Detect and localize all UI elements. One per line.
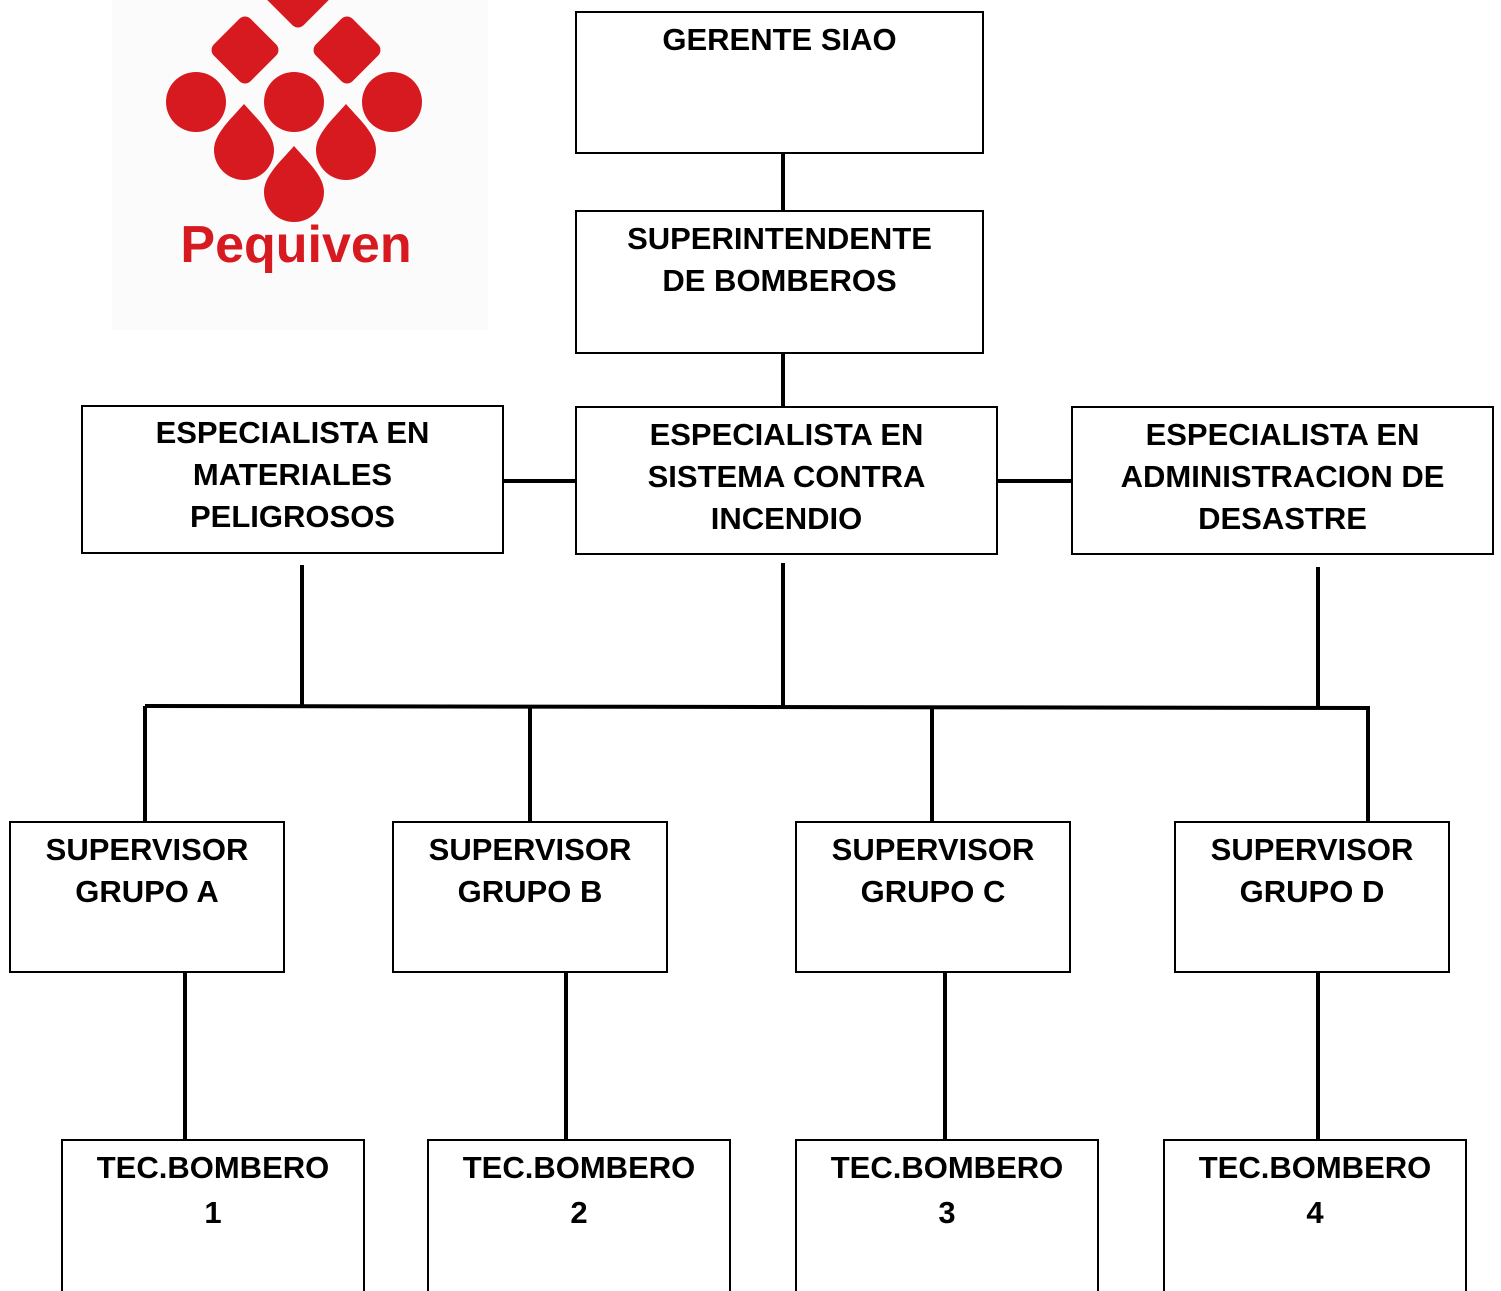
node-tec-4: TEC.BOMBERO 4 xyxy=(1163,1139,1467,1291)
org-boxes: GERENTE SIAO SUPERINTENDENTE DE BOMBEROS ES… xyxy=(9,11,1494,1291)
logo-mark-shape xyxy=(264,146,324,222)
node-label-line: SUPERVISOR xyxy=(46,832,249,867)
node-tec-3: TEC.BOMBERO 3 xyxy=(795,1139,1099,1291)
node-box xyxy=(1163,1139,1467,1291)
logo-mark-shape xyxy=(264,0,332,28)
node-box xyxy=(795,821,1071,973)
node-label-line: 4 xyxy=(1306,1195,1324,1230)
node-label-line: GRUPO C xyxy=(861,874,1006,909)
node-superintendente: SUPERINTENDENTE DE BOMBEROS xyxy=(575,210,984,354)
node-tec-2: TEC.BOMBERO 2 xyxy=(427,1139,731,1291)
node-box xyxy=(61,1139,365,1291)
node-label-line: 3 xyxy=(938,1195,955,1230)
logo-mark-shape xyxy=(362,72,422,132)
node-sup-a: SUPERVISOR GRUPO A xyxy=(9,821,285,973)
node-label-line: GERENTE SIAO xyxy=(662,22,896,57)
node-tec-1: TEC.BOMBERO 1 xyxy=(61,1139,365,1291)
node-box xyxy=(575,406,998,555)
node-label-line: TEC.BOMBERO xyxy=(463,1150,696,1185)
logo-mark-shape xyxy=(214,104,274,180)
node-label-line: PELIGROSOS xyxy=(190,499,395,534)
node-label-line: TEC.BOMBERO xyxy=(97,1150,330,1185)
logo-mark-shape xyxy=(316,104,376,180)
node-esp-materiales: ESPECIALISTA EN MATERIALES PELIGROSOS xyxy=(81,405,504,554)
node-sup-d: SUPERVISOR GRUPO D xyxy=(1174,821,1450,973)
node-gerente: GERENTE SIAO xyxy=(575,11,984,154)
node-box xyxy=(392,821,668,973)
node-label-line: ADMINISTRACION DE xyxy=(1121,459,1445,494)
pequiven-logo: Pequiven xyxy=(112,0,488,330)
node-sup-b: SUPERVISOR GRUPO B xyxy=(392,821,668,973)
node-label-line: INCENDIO xyxy=(711,501,863,536)
node-box xyxy=(81,405,504,554)
node-label-line: GRUPO B xyxy=(458,874,603,909)
node-box xyxy=(427,1139,731,1291)
logo-mark-shape xyxy=(264,72,324,132)
node-box xyxy=(575,210,984,354)
connector-lines xyxy=(143,153,1371,1140)
node-label-line: TEC.BOMBERO xyxy=(831,1150,1064,1185)
node-label-line: 2 xyxy=(570,1195,587,1230)
node-label-line: SUPERVISOR xyxy=(832,832,1035,867)
node-label-line: ESPECIALISTA EN xyxy=(650,417,924,452)
node-label-line: GRUPO D xyxy=(1240,874,1385,909)
logo-mark-shape xyxy=(166,72,226,132)
node-box xyxy=(9,821,285,973)
node-label-line: TEC.BOMBERO xyxy=(1199,1150,1432,1185)
node-label-line: MATERIALES xyxy=(193,457,392,492)
node-esp-incendio: ESPECIALISTA EN SISTEMA CONTRA INCENDIO xyxy=(575,406,998,555)
node-sup-c: SUPERVISOR GRUPO C xyxy=(795,821,1071,973)
node-label-line: ESPECIALISTA EN xyxy=(156,415,430,450)
logo-mark-shape xyxy=(313,16,381,84)
node-label-line: DE BOMBEROS xyxy=(662,263,896,298)
node-label-line: DESASTRE xyxy=(1198,501,1367,536)
node-label-line: SUPERVISOR xyxy=(1211,832,1414,867)
logo-mark-shape xyxy=(211,16,279,84)
logo-wordmark: Pequiven xyxy=(180,216,411,274)
connector-line xyxy=(144,704,1371,710)
node-label-line: SISTEMA CONTRA xyxy=(648,459,926,494)
node-box xyxy=(575,11,984,154)
node-box xyxy=(1174,821,1450,973)
node-label-line: SUPERVISOR xyxy=(429,832,632,867)
node-label-line: GRUPO A xyxy=(75,874,219,909)
node-label-line: ESPECIALISTA EN xyxy=(1146,417,1420,452)
node-box xyxy=(795,1139,1099,1291)
node-label-line: SUPERINTENDENTE xyxy=(627,221,932,256)
node-label-line: 1 xyxy=(204,1195,221,1230)
node-box xyxy=(1071,406,1494,555)
node-esp-desastre: ESPECIALISTA EN ADMINISTRACION DE DESASTRE xyxy=(1071,406,1494,555)
